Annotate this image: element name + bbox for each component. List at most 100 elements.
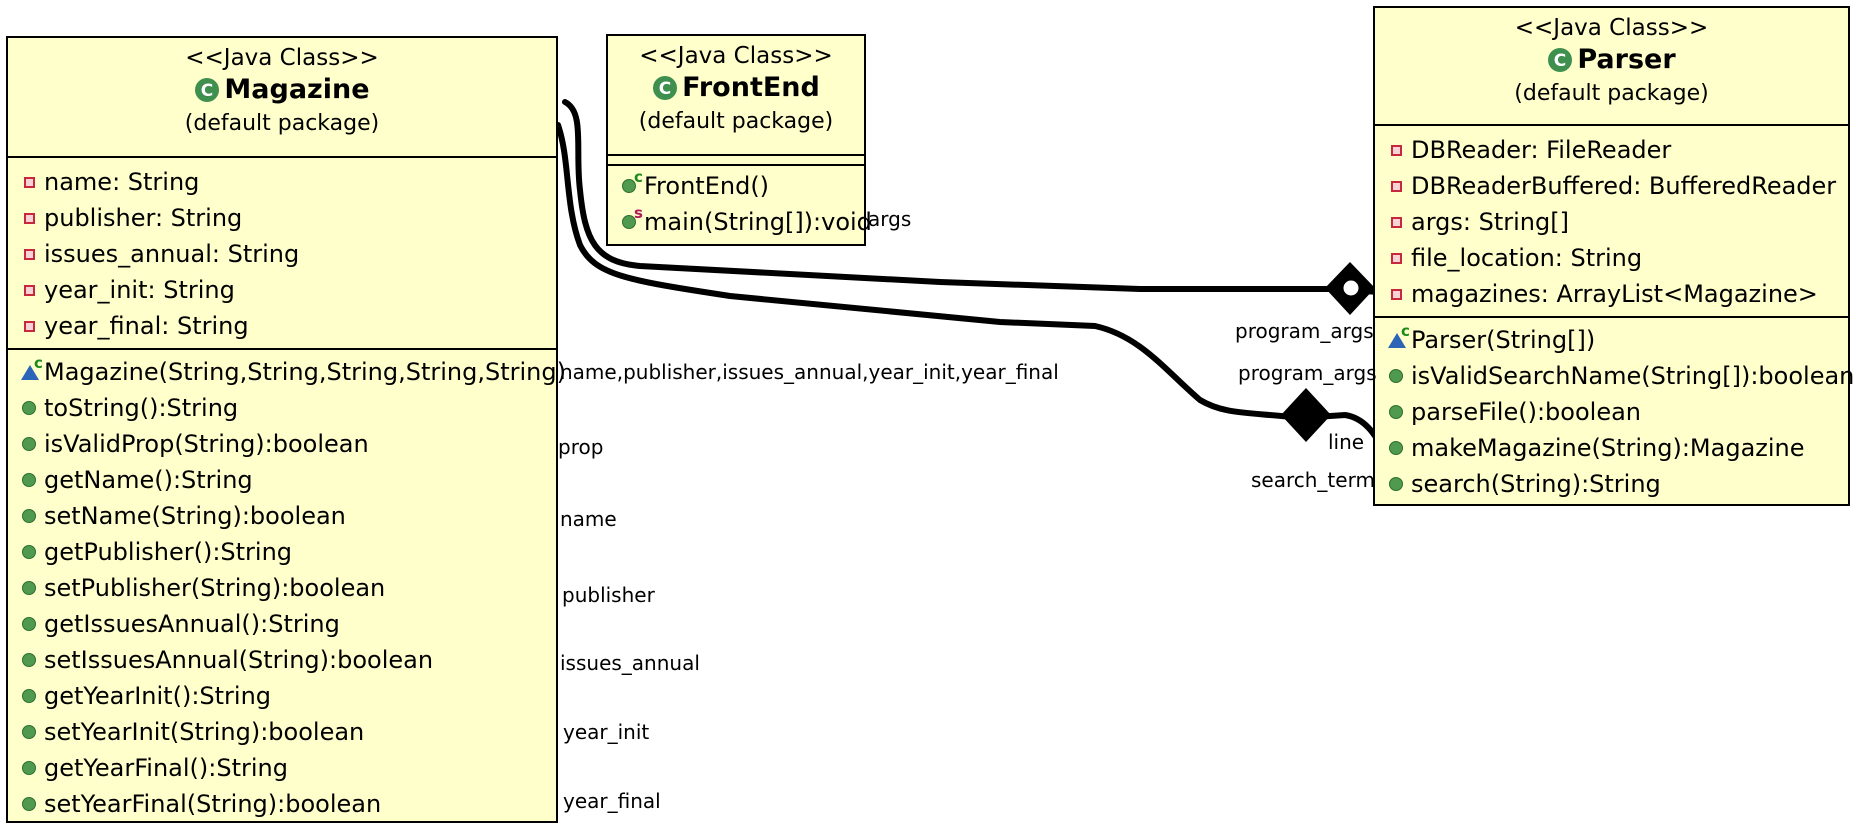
private-field-icon	[1391, 289, 1402, 300]
method-row[interactable]: isValidProp(String):boolean	[8, 426, 556, 462]
param-label-year-final: year_final	[563, 789, 661, 813]
method-row[interactable]: getPublisher():String	[8, 534, 556, 570]
param-label-name: name	[560, 507, 617, 531]
param-label-search-term: search_term	[1251, 468, 1375, 492]
public-method-icon	[1389, 405, 1403, 419]
public-method-icon	[22, 725, 36, 739]
fields-section	[608, 156, 864, 166]
package-name: (default package)	[184, 111, 380, 136]
private-field-icon	[24, 177, 35, 188]
public-method-icon	[22, 617, 36, 631]
field-row[interactable]: DBReader: FileReader	[1375, 132, 1848, 168]
navigation-dot	[1340, 277, 1362, 299]
public-method-icon	[22, 581, 36, 595]
stereotype: <<Java Class>>	[639, 43, 833, 69]
class-name-text: FrontEnd	[682, 72, 820, 103]
class-icon: C	[1548, 48, 1573, 72]
param-label-issues-annual: issues_annual	[560, 651, 700, 675]
param-label-program-args-2: program_args	[1238, 361, 1377, 385]
method-row[interactable]: setPublisher(String):boolean	[8, 570, 556, 606]
method-row[interactable]: setYearFinal(String):boolean	[8, 786, 556, 822]
public-method-icon	[22, 761, 36, 775]
public-method-icon	[1389, 477, 1403, 491]
method-row[interactable]: isValidSearchName(String[]):boolean	[1375, 358, 1854, 394]
stereotype: <<Java Class>>	[185, 45, 379, 71]
public-method-icon	[22, 437, 36, 451]
private-field-icon	[24, 213, 35, 224]
composition-diamond-lower	[1281, 388, 1331, 442]
public-method-icon	[22, 473, 36, 487]
class-header: <<Java Class>> C Parser (default package…	[1375, 8, 1848, 126]
public-method-icon	[622, 179, 636, 193]
method-row[interactable]: getName():String	[8, 462, 556, 498]
field-row[interactable]: DBReaderBuffered: BufferedReader	[1375, 168, 1848, 204]
class-name-text: Parser	[1577, 44, 1676, 75]
param-label-publisher: publisher	[562, 583, 655, 607]
package-constructor-icon	[1388, 333, 1406, 348]
field-row[interactable]: publisher: String	[8, 200, 556, 236]
private-field-icon	[1391, 217, 1402, 228]
public-method-icon	[22, 401, 36, 415]
param-label-magazine-constructor: name,publisher,issues_annual,year_init,y…	[560, 360, 1059, 384]
public-method-icon	[1389, 441, 1403, 455]
public-method-icon	[22, 509, 36, 523]
method-row[interactable]: getIssuesAnnual():String	[8, 606, 556, 642]
field-row[interactable]: args: String[]	[1375, 204, 1848, 240]
package-name: (default package)	[638, 109, 834, 134]
method-row[interactable]: setIssuesAnnual(String):boolean	[8, 642, 556, 678]
method-row[interactable]: search(String):String	[1375, 466, 1848, 502]
package-name: (default package)	[1514, 81, 1709, 106]
stereotype: <<Java Class>>	[1514, 15, 1709, 41]
svg-text:C: C	[659, 79, 671, 99]
field-row[interactable]: year_final: String	[8, 308, 556, 344]
class-icon: C	[653, 76, 678, 100]
private-field-icon	[24, 249, 35, 260]
field-row[interactable]: year_init: String	[8, 272, 556, 308]
param-label-line: line	[1328, 430, 1365, 454]
class-header: <<Java Class>> C Magazine (default packa…	[8, 38, 556, 158]
svg-text:C: C	[201, 81, 213, 101]
public-method-icon	[22, 689, 36, 703]
method-row[interactable]: toString():String	[8, 390, 556, 426]
fields-section: name: String publisher: String issues_an…	[8, 158, 556, 350]
private-field-icon	[24, 321, 35, 332]
svg-text:C: C	[1554, 51, 1566, 71]
class-name-text: Magazine	[224, 74, 370, 105]
method-row[interactable]: getYearInit():String	[8, 678, 556, 714]
method-row[interactable]: getYearFinal():String	[8, 750, 556, 786]
field-row[interactable]: name: String	[8, 164, 556, 200]
field-row[interactable]: magazines: ArrayList<Magazine>	[1375, 276, 1848, 312]
private-field-icon	[1391, 145, 1402, 156]
class-box-parser[interactable]: <<Java Class>> C Parser (default package…	[1373, 6, 1854, 506]
public-method-icon	[22, 545, 36, 559]
private-field-icon	[24, 285, 35, 296]
method-row[interactable]: makeMagazine(String):Magazine	[1375, 430, 1848, 466]
class-box-frontend[interactable]: <<Java Class>> C FrontEnd (default packa…	[606, 34, 872, 246]
class-name: C FrontEnd	[608, 70, 864, 106]
public-method-icon	[22, 653, 36, 667]
class-name: C Parser	[1375, 42, 1848, 78]
fields-section: DBReader: FileReader DBReaderBuffered: B…	[1375, 126, 1848, 318]
param-label-args: args	[868, 207, 912, 231]
class-box-magazine[interactable]: <<Java Class>> C Magazine (default packa…	[6, 36, 566, 826]
class-name: C Magazine	[8, 72, 556, 108]
field-row[interactable]: issues_annual: String	[8, 236, 556, 272]
field-row[interactable]: file_location: String	[1375, 240, 1848, 276]
method-row[interactable]: setName(String):boolean	[8, 498, 556, 534]
public-method-icon	[622, 215, 636, 229]
method-row[interactable]: setYearInit(String):boolean	[8, 714, 556, 750]
private-field-icon	[1391, 253, 1402, 264]
param-label-year-init: year_init	[563, 720, 650, 744]
class-icon: C	[195, 78, 220, 102]
param-label-prop: prop	[558, 435, 604, 459]
method-row[interactable]: parseFile():boolean	[1375, 394, 1848, 430]
connector-magazine-to-parser-field	[562, 99, 1383, 295]
